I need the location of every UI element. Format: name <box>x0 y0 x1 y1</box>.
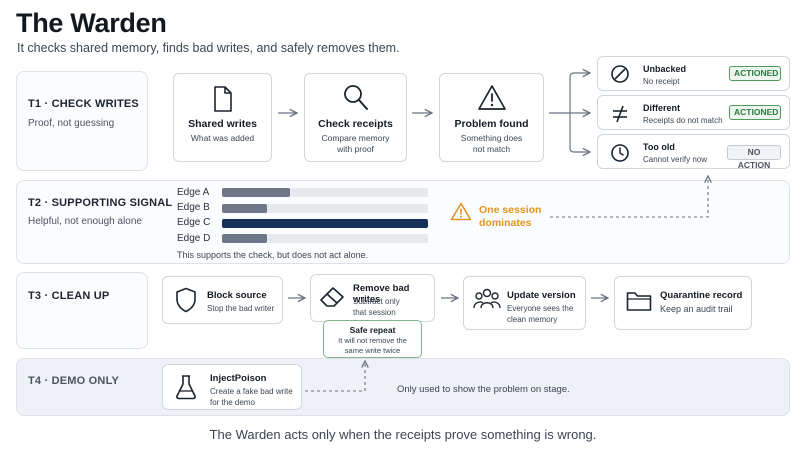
page-subtitle: It checks shared memory, finds bad write… <box>17 41 400 55</box>
magnifier-icon <box>344 85 368 110</box>
step-title: Block source <box>207 290 267 301</box>
edge-bar <box>222 234 268 243</box>
people-icon <box>473 288 501 309</box>
step-card-remove-bad-writes[interactable]: Remove bad writes Subtract only that ses… <box>310 274 435 322</box>
safe-repeat-box: Safe repeat It will not remove the same … <box>323 320 422 358</box>
status-badge-no-action: NO ACTION <box>727 145 781 170</box>
outcome-text: No receipt <box>643 77 680 86</box>
safe-repeat-text: same write twice <box>344 346 401 355</box>
outcome-card-too-old[interactable]: Too old Cannot verify now NO ACTION <box>597 134 790 170</box>
step-title: Quarantine record <box>660 290 743 301</box>
tier-t1-panel <box>16 71 148 171</box>
step-text: Create a fake bad write <box>210 387 293 396</box>
step-card-update-version[interactable]: Update version Everyone sees the clean m… <box>463 276 586 330</box>
safe-repeat-title: Safe repeat <box>349 325 396 335</box>
warning-triangle-icon <box>450 202 472 221</box>
step-text: Subtract only <box>353 297 400 306</box>
document-icon <box>214 86 232 112</box>
folder-icon <box>626 292 652 311</box>
outcome-title: Too old <box>643 142 675 152</box>
edge-track <box>222 204 428 213</box>
step-text: with proof <box>337 144 374 154</box>
status-badge-actioned: ACTIONED <box>729 66 781 81</box>
page-title: The Warden <box>16 8 167 38</box>
edge-track <box>222 219 428 228</box>
demo-note: Only used to show the problem on stage. <box>397 384 570 395</box>
outcome-title: Different <box>643 103 681 113</box>
step-text: Everyone sees the <box>507 304 574 313</box>
footer-caption: The Warden acts only when the receipts p… <box>209 427 597 442</box>
clock-icon <box>611 144 629 162</box>
tier-t3-label: T3 · CLEAN UP <box>28 290 110 302</box>
warning-one-session: One session dominates <box>479 204 541 230</box>
step-text: What was added <box>190 133 255 143</box>
status-badge-actioned: ACTIONED <box>729 105 781 120</box>
tier-t1-desc: Proof, not guessing <box>28 118 115 129</box>
step-card-block-source[interactable]: Block source Stop the bad writer <box>162 276 283 324</box>
tier-t3-panel <box>16 272 148 349</box>
outcome-card-different[interactable]: Different Receipts do not match ACTIONED <box>597 95 790 130</box>
step-title: Shared writes <box>188 118 257 130</box>
shield-icon <box>176 287 196 313</box>
edge-bar <box>222 204 268 213</box>
tier-t4-panel <box>16 358 790 416</box>
outcome-text: Receipts do not match <box>643 116 723 125</box>
step-card-inject-poison[interactable]: InjectPoison Create a fake bad write for… <box>162 364 302 410</box>
tier-t1-label: T1 · CHECK WRITES <box>28 98 139 110</box>
step-text: Stop the bad writer <box>207 304 275 313</box>
step-text: that session <box>353 308 396 317</box>
step-text: not match <box>472 144 511 154</box>
step-title: InjectPoison <box>210 373 267 384</box>
warning-line: One session <box>479 204 542 216</box>
outcome-text: Cannot verify now <box>643 155 708 164</box>
step-card-problem-found[interactable]: Problem found Something does not match <box>439 73 544 162</box>
not-equal-icon <box>613 105 627 123</box>
warning-line: dominates <box>479 217 532 229</box>
step-title: Check receipts <box>318 118 393 130</box>
eraser-icon <box>320 287 344 307</box>
outcome-title: Unbacked <box>643 64 687 74</box>
step-card-shared-writes[interactable]: Shared writes What was added <box>173 73 272 162</box>
edge-bar <box>222 188 290 197</box>
edge-note: This supports the check, but does not ac… <box>177 250 369 260</box>
edge-label: Edge B <box>177 202 210 213</box>
step-card-check-receipts[interactable]: Check receipts Compare memory with proof <box>304 73 407 162</box>
tier-t2-label: T2 · SUPPORTING SIGNAL <box>28 197 173 209</box>
warning-triangle-icon <box>478 85 506 110</box>
step-title: Update version <box>507 290 576 301</box>
step-text: for the demo <box>210 398 255 407</box>
step-title: Remove bad writes <box>353 283 410 305</box>
step-text: clean memory <box>507 315 558 324</box>
edge-bar <box>222 219 428 228</box>
step-text: Something does <box>460 133 523 143</box>
edge-label: Edge D <box>177 233 211 244</box>
edge-track <box>222 188 428 197</box>
slashed-circle-icon <box>611 65 629 83</box>
tier-t4-label: T4 · DEMO ONLY <box>28 375 120 387</box>
safe-repeat-text: It will not remove the <box>338 336 407 345</box>
step-text: Compare memory <box>321 133 390 143</box>
step-title: Problem found <box>454 118 529 130</box>
step-card-quarantine-record[interactable]: Quarantine record Keep an audit trail <box>614 276 752 330</box>
edge-track <box>222 234 428 243</box>
tier-t2-desc: Helpful, not enough alone <box>28 216 142 227</box>
edge-label: Edge A <box>177 187 210 198</box>
step-text: Keep an audit trail <box>660 304 733 314</box>
edge-label: Edge C <box>177 217 211 228</box>
outcome-card-unbacked[interactable]: Unbacked No receipt ACTIONED <box>597 56 790 91</box>
flask-icon <box>176 375 196 400</box>
